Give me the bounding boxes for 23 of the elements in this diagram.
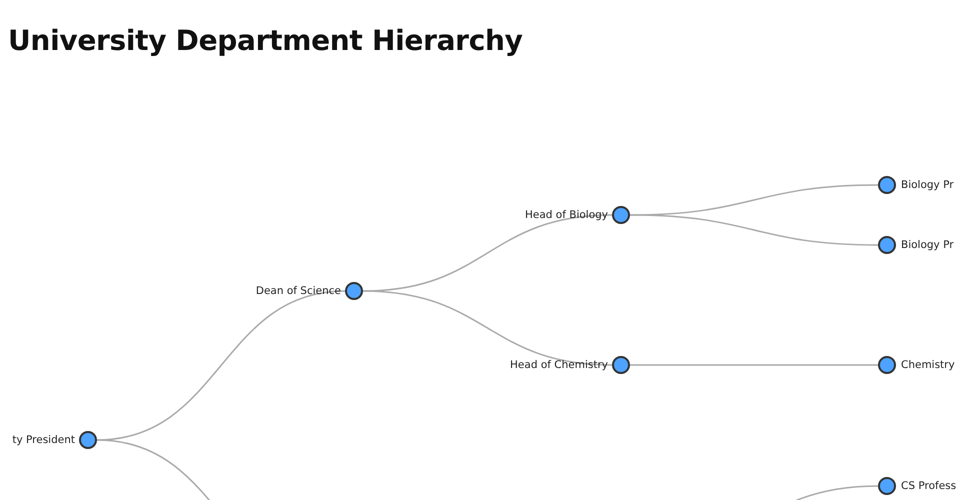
node-label: Head of Biology <box>524 208 608 222</box>
tree-node-circle <box>79 431 97 449</box>
tree-link <box>362 214 612 292</box>
node-label: Biology Pr <box>901 178 954 192</box>
chart-title: University Department Hierarchy <box>8 24 523 57</box>
tree-node-circle <box>878 477 896 495</box>
node-label: Dean of Science <box>256 284 341 298</box>
node-label: ty President <box>12 433 75 447</box>
node-label: Biology Pr <box>901 238 954 252</box>
tree-link <box>630 184 878 216</box>
tree-link <box>630 364 878 366</box>
tree-link <box>630 214 878 246</box>
tree-node-circle <box>345 282 363 300</box>
tree-node-circle <box>878 236 896 254</box>
tree-node-circle <box>878 176 896 194</box>
node-label: CS Profess <box>901 479 956 493</box>
tree-link <box>362 290 612 366</box>
tree-node-circle <box>612 206 630 224</box>
tree-node-circle <box>878 356 896 374</box>
node-label: Chemistry <box>901 358 955 372</box>
node-label: Head of Chemistry <box>510 358 608 372</box>
tree-link <box>96 290 346 441</box>
tree-node-circle <box>612 356 630 374</box>
